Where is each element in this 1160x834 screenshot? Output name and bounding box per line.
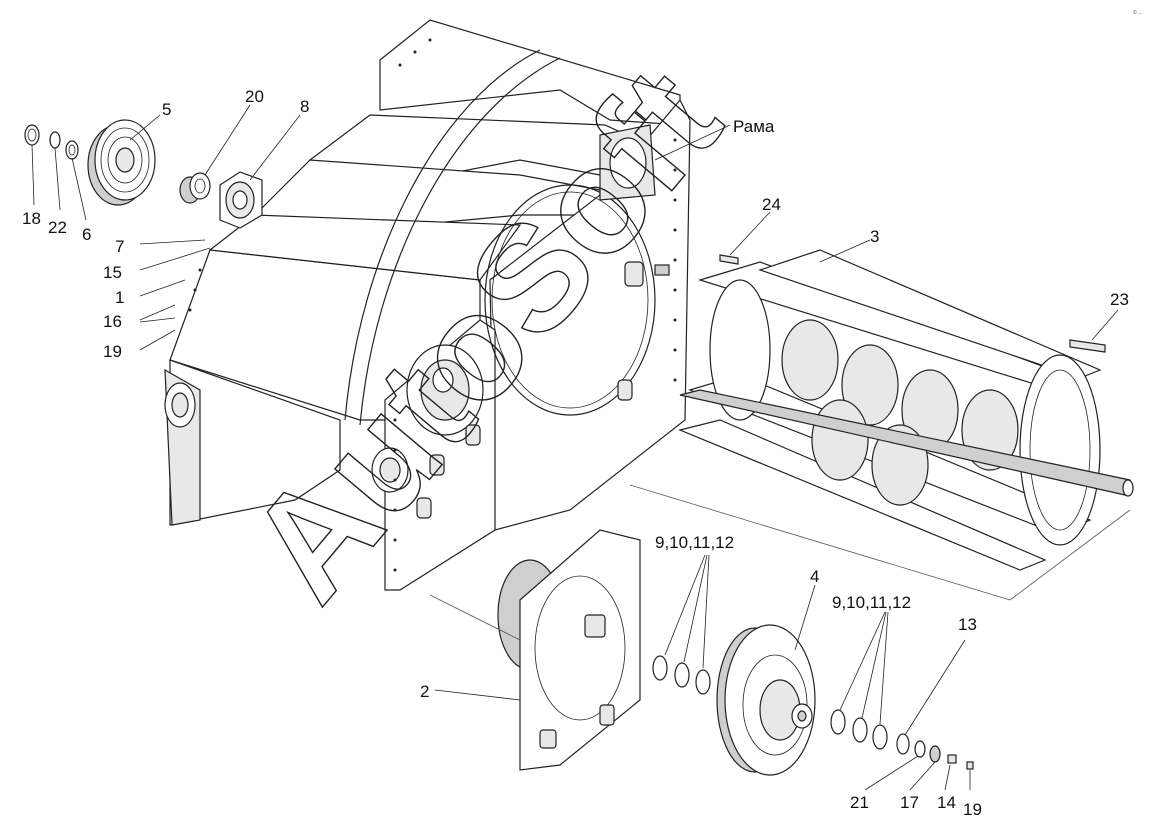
rotor-drum [678, 249, 1134, 571]
label-15: 15 [103, 263, 122, 282]
label-19a: 19 [103, 342, 122, 361]
label-4: 4 [810, 567, 819, 586]
part-labels: © ... Рама 18 22 6 5 20 8 7 15 1 16 19 2… [22, 9, 1142, 819]
label-18: 18 [22, 209, 41, 228]
label-6: 6 [82, 225, 91, 244]
label-1: 1 [115, 288, 124, 307]
label-2: 2 [420, 682, 429, 701]
label-8: 8 [300, 97, 309, 116]
label-frame: Рама [733, 117, 775, 136]
label-16: 16 [103, 312, 122, 331]
label-20: 20 [245, 87, 264, 106]
bottom-parts [497, 529, 974, 776]
label-13: 13 [958, 615, 977, 634]
leader-lines [31, 104, 1131, 791]
label-3: 3 [870, 227, 879, 246]
left-parts [24, 119, 263, 229]
label-9-12-a: 9,10,11,12 [655, 533, 734, 552]
label-19b: 19 [963, 800, 982, 819]
label-14: 14 [937, 793, 956, 812]
frame-housing [164, 19, 691, 591]
label-9-12-b: 9,10,11,12 [832, 593, 911, 612]
label-24: 24 [762, 195, 781, 214]
label-5: 5 [162, 100, 171, 119]
label-21: 21 [850, 793, 869, 812]
label-17: 17 [900, 793, 919, 812]
label-7: 7 [115, 237, 124, 256]
label-23: 23 [1110, 290, 1129, 309]
rivet-rows [188, 38, 677, 572]
label-22: 22 [48, 218, 67, 237]
corner-mark: © ... [1133, 9, 1142, 16]
